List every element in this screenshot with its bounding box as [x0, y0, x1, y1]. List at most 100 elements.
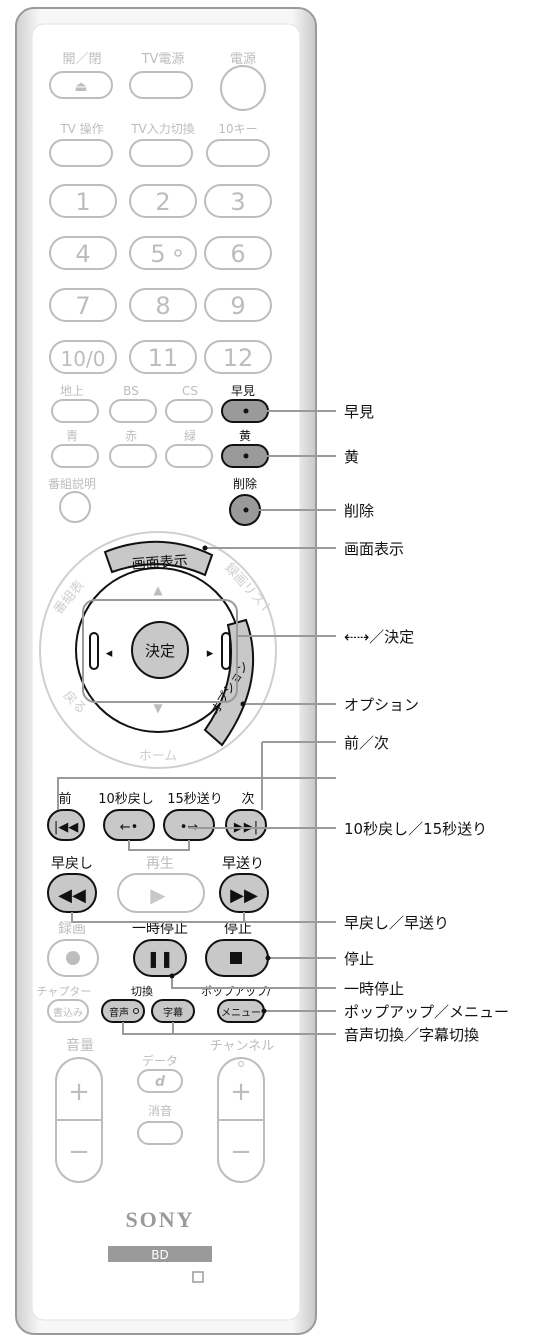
screen-display-button[interactable] [103, 540, 214, 577]
delete-label: 削除 [233, 476, 257, 491]
rec-label: 録画 [58, 921, 86, 937]
down-arrow-icon: ▼ [153, 701, 163, 715]
red-button[interactable] [109, 444, 157, 468]
callout-lines [57, 410, 336, 1035]
stop-label: 停止 [224, 920, 252, 937]
callout-dot [243, 408, 249, 414]
enter-button[interactable] [131, 621, 189, 679]
pause-button[interactable] [133, 939, 187, 977]
callout-line-rewind-ff [71, 912, 245, 923]
volume-minus: − [68, 1137, 90, 1167]
left-right-group [82, 599, 238, 703]
callout-screen-display: 画面表示 [344, 540, 405, 558]
blue-button[interactable] [51, 444, 99, 468]
left-button[interactable] [89, 632, 99, 670]
number-key[interactable] [49, 288, 117, 322]
color-row: 青 赤 緑 黄 [66, 428, 251, 443]
callout-popup-menu: ポップアップ／メニュー [344, 1003, 510, 1021]
callout-option: オプション [344, 696, 420, 714]
program-info-button[interactable] [59, 491, 91, 523]
number-key[interactable] [204, 288, 272, 322]
callout-dots [169, 408, 271, 1014]
callout-dot [265, 955, 271, 961]
ff-icon: ▶▶ [230, 885, 258, 906]
number-key-label: 7 [75, 292, 90, 320]
audio-switch-label: 音声 [109, 1006, 129, 1019]
write-chapter-label: 書込み [53, 1006, 83, 1019]
terrestrial-label: 地上 [60, 384, 84, 398]
option-button[interactable] [203, 618, 255, 747]
volume-plus: + [68, 1077, 90, 1107]
screen-display-label: 画面表示 [131, 553, 188, 573]
number-key-label: 5 [150, 240, 165, 268]
tv-operation-label: TV 操作 [59, 121, 103, 136]
number-key[interactable] [49, 236, 117, 270]
callout-line-skip [128, 840, 190, 851]
right-button[interactable] [221, 632, 231, 670]
ir-window-icon [192, 1271, 204, 1283]
rec-icon [66, 951, 80, 965]
number-key-label: 8 [155, 292, 170, 320]
number-key-label: 9 [230, 292, 245, 320]
next-button[interactable] [225, 809, 267, 841]
play-button[interactable] [117, 873, 205, 913]
tv-power-label: TV電源 [141, 52, 185, 67]
write-chapter-button[interactable] [47, 999, 89, 1023]
rewind-icon: ◀◀ [58, 885, 86, 906]
number-key[interactable] [204, 236, 272, 270]
number-key[interactable] [49, 184, 117, 218]
tv-operation-button[interactable] [49, 139, 113, 167]
popup-menu-label: メニュー [221, 1008, 261, 1019]
open-close-button[interactable] [49, 71, 113, 99]
enter-label: 決定 [145, 642, 175, 660]
number-key[interactable] [129, 184, 197, 218]
callout-hayami: 早見 [344, 403, 375, 421]
tactile-dot-icon [174, 249, 182, 257]
prev-label: 前 [58, 791, 71, 807]
number-key[interactable] [204, 184, 272, 218]
top-row: 開／閉 TV電源 電源 [62, 52, 256, 67]
channel-dot-icon [238, 1061, 244, 1067]
number-key-label: 12 [223, 344, 254, 372]
callout-dot [202, 545, 208, 551]
up-arrow-icon: ▲ [153, 583, 163, 597]
number-key[interactable] [129, 236, 197, 270]
subtitle-switch-label: 字幕 [163, 1006, 183, 1019]
power-button[interactable] [220, 65, 266, 111]
bs-button[interactable] [109, 399, 157, 423]
volume-label: 音量 [66, 1037, 94, 1054]
callout-line-pause [171, 976, 336, 989]
pause-label: 一時停止 [132, 920, 188, 937]
skip-row: 前 10秒戻し 15秒送り 次 [58, 791, 254, 807]
play-icon: ▶ [150, 883, 166, 907]
number-key[interactable] [129, 340, 197, 374]
ten-key-button[interactable] [206, 139, 270, 167]
bs-label: BS [123, 384, 139, 398]
tv-input-button[interactable] [129, 139, 193, 167]
tv-input-label: TV入力切換 [130, 122, 195, 136]
cs-button[interactable] [165, 399, 213, 423]
number-key[interactable] [49, 340, 117, 374]
power-label: 電源 [230, 52, 256, 67]
terrestrial-button[interactable] [51, 399, 99, 423]
channel-plus: + [230, 1077, 252, 1107]
prev-button[interactable] [47, 809, 85, 841]
red-label: 赤 [125, 429, 137, 443]
green-button[interactable] [165, 444, 213, 468]
bd-badge: BD [151, 1248, 168, 1262]
number-key[interactable] [129, 288, 197, 322]
number-key-label: 2 [155, 188, 170, 216]
tv-power-button[interactable] [129, 71, 193, 99]
switch-label: 切換 [131, 985, 153, 998]
number-key-label: 4 [75, 240, 90, 268]
number-key[interactable] [204, 340, 272, 374]
mute-button[interactable] [137, 1121, 183, 1145]
callout-audio-subtitle: 音声切換／字幕切換 [344, 1026, 480, 1044]
broadcast-row: 地上 BS CS 早見 [60, 384, 255, 398]
data-button[interactable] [137, 1069, 183, 1093]
advance-label: 15秒送り [167, 792, 223, 807]
callout-line-audio-sub [122, 1022, 174, 1035]
pause-icon: ❚❚ [147, 949, 174, 968]
